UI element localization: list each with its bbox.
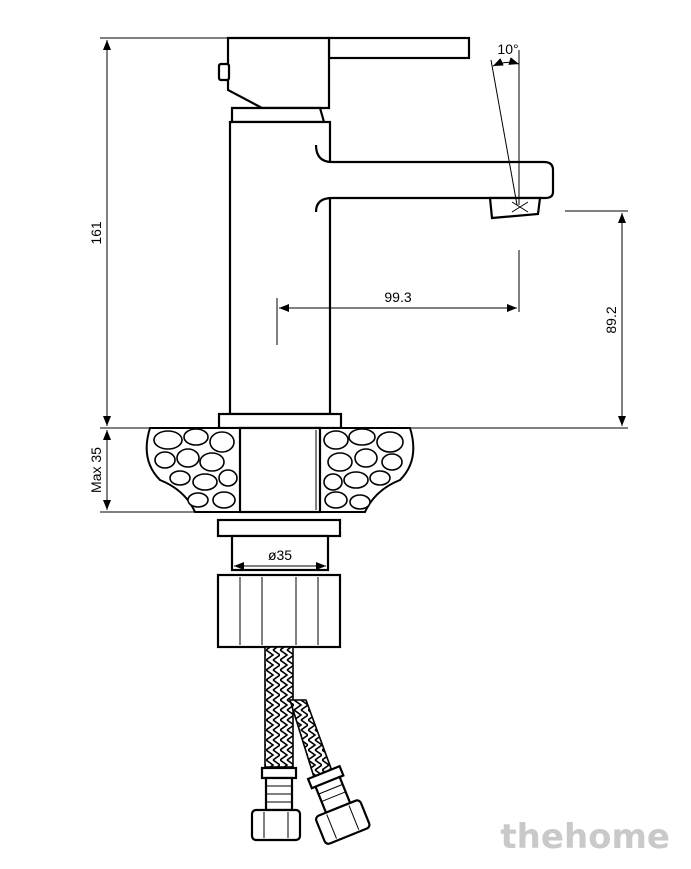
shank-diameter-label: ø35 bbox=[268, 547, 292, 563]
spout-height-label: 89.2 bbox=[603, 306, 619, 333]
lever-handle bbox=[327, 36, 471, 60]
aerator bbox=[488, 196, 542, 220]
main-column bbox=[228, 120, 332, 416]
base-plate bbox=[217, 412, 343, 430]
max-thickness-label: Max 35 bbox=[88, 447, 104, 493]
dimension-shank-diameter: ø35 bbox=[234, 547, 326, 570]
spout-reach-label: 99.3 bbox=[384, 289, 411, 305]
right-hose-nut bbox=[314, 799, 371, 845]
supply-hoses bbox=[250, 646, 371, 845]
handle-cap bbox=[226, 36, 331, 110]
spout-mask bbox=[328, 164, 332, 196]
washer bbox=[216, 518, 342, 538]
handle-knob bbox=[217, 62, 231, 82]
watermark-logo: thehome bbox=[500, 817, 670, 857]
total-height-label: 161 bbox=[88, 221, 104, 245]
mounting-hardware bbox=[216, 518, 342, 649]
left-hose-nut bbox=[250, 808, 302, 842]
lock-nut bbox=[216, 573, 342, 649]
dimension-max-thickness: Max 35 bbox=[88, 430, 195, 513]
spout bbox=[314, 144, 555, 213]
dimension-spout-height: 89.2 bbox=[565, 210, 628, 426]
faucet-body bbox=[217, 36, 555, 430]
shank bbox=[238, 426, 322, 514]
dimension-total-height: 161 bbox=[88, 37, 628, 429]
collar bbox=[230, 106, 326, 124]
spout-angle-label: 10° bbox=[497, 41, 518, 57]
dimension-spout-reach: 99.3 bbox=[276, 250, 520, 345]
countertop-section bbox=[145, 426, 415, 514]
dimension-spout-angle: 10° bbox=[490, 41, 520, 206]
